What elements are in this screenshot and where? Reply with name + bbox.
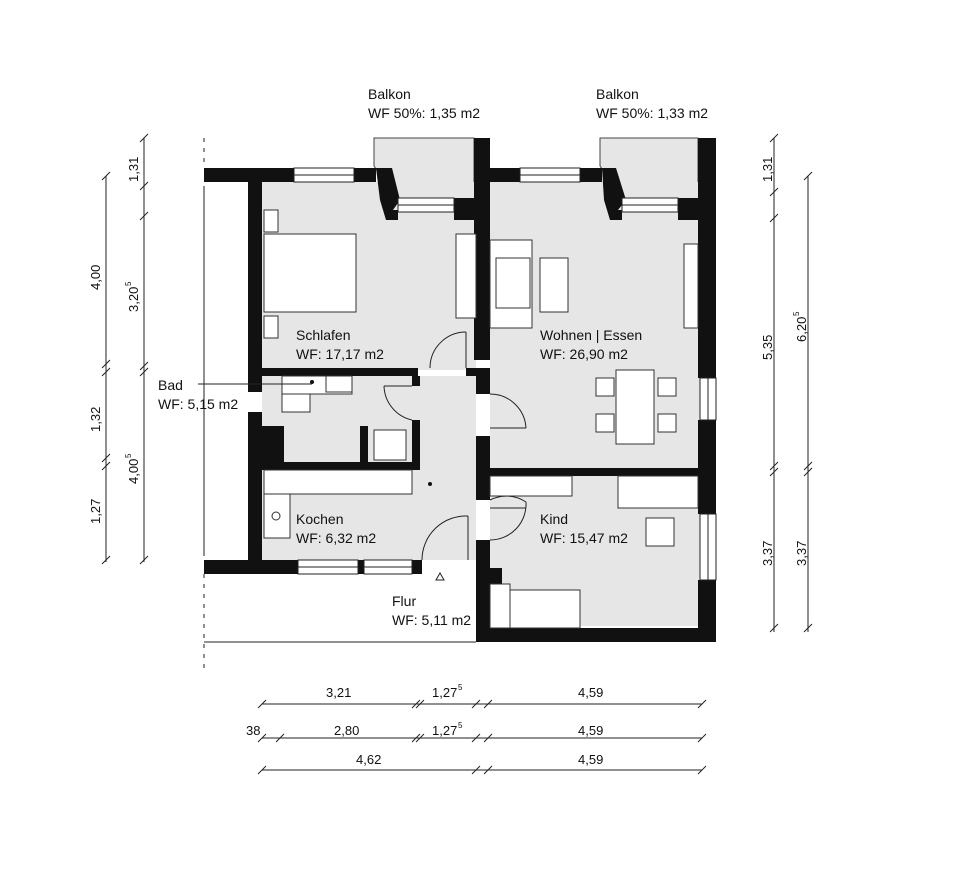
dim-left-inner-b: 3,20 [126,287,141,312]
room-label-kind: Kind [540,511,568,527]
room-area-schlafen: WF: 17,17 m2 [296,346,384,362]
dim-left-inner-c-sup: 5 [124,453,133,458]
dim-bottom-2-a: 38 [246,723,260,738]
room-area-flur: WF: 5,11 m2 [392,612,471,628]
dim-right-outer-a: 6,20 [794,317,809,342]
room-area-wohnen: WF: 26,90 m2 [540,346,628,362]
dim-left-outer-a: 4,00 [88,265,103,290]
room-area-bad: WF: 5,15 m2 [158,396,238,412]
dim-bottom-1-b-sup: 5 [458,683,463,692]
dim-left-outer-c: 1,27 [88,499,103,524]
dim-bottom-2-d: 4,59 [578,723,603,738]
dimension-bottom-row1: 3,21 1,27 5 4,59 [257,683,707,709]
dimension-bottom-row2: 38 2,80 1,27 5 4,59 [246,721,707,743]
room-label-kochen: Kochen [296,511,343,527]
windows [293,167,717,581]
dim-left-outer-b: 1,32 [88,407,103,432]
room-area-kochen: WF: 6,32 m2 [296,530,376,546]
dimension-right-inner: 1,31 5,35 3,37 [760,133,779,633]
room-label-wohnen: Wohnen | Essen [540,327,642,343]
facade-lines [203,138,476,670]
room-label-balkon-right: Balkon [596,86,639,102]
room-label-bad: Bad [158,377,183,393]
dim-bottom-1-a: 3,21 [326,685,351,700]
dim-bottom-2-c-sup: 5 [458,721,463,730]
dim-bottom-3-a: 4,62 [356,752,381,767]
room-label-balkon-left: Balkon [368,86,411,102]
dim-left-inner-c: 4,00 [126,459,141,484]
dim-right-inner-b: 5,35 [760,335,775,360]
dim-bottom-3-b: 4,59 [578,752,603,767]
dim-left-inner-b-sup: 5 [124,281,133,286]
room-label-schlafen: Schlafen [296,327,350,343]
dimension-left-inner: 1,31 3,20 5 4,00 5 [124,133,149,565]
dim-right-outer-a-sup: 5 [792,311,801,316]
room-area-balkon-right: WF 50%: 1,33 m2 [596,105,708,121]
room-area-kind: WF: 15,47 m2 [540,530,628,546]
dim-bottom-1-b: 1,27 [432,685,457,700]
dim-right-inner-a: 1,31 [760,157,775,182]
dimension-right-outer: 6,20 5 3,37 [792,171,813,633]
dimension-left-outer: 4,00 1,32 1,27 [88,171,111,565]
dim-right-inner-c: 3,37 [760,541,775,566]
walls [204,138,716,642]
dim-right-outer-b: 3,37 [794,541,809,566]
room-area-balkon-left: WF 50%: 1,35 m2 [368,105,480,121]
dim-bottom-2-b: 2,80 [334,723,359,738]
dim-bottom-1-c: 4,59 [578,685,603,700]
doors [383,331,527,561]
room-label-flur: Flur [392,593,416,609]
furniture [263,209,699,629]
dimension-bottom-row3: 4,62 4,59 [257,752,707,775]
dim-left-inner-a: 1,31 [126,157,141,182]
dim-bottom-2-c: 1,27 [432,723,457,738]
